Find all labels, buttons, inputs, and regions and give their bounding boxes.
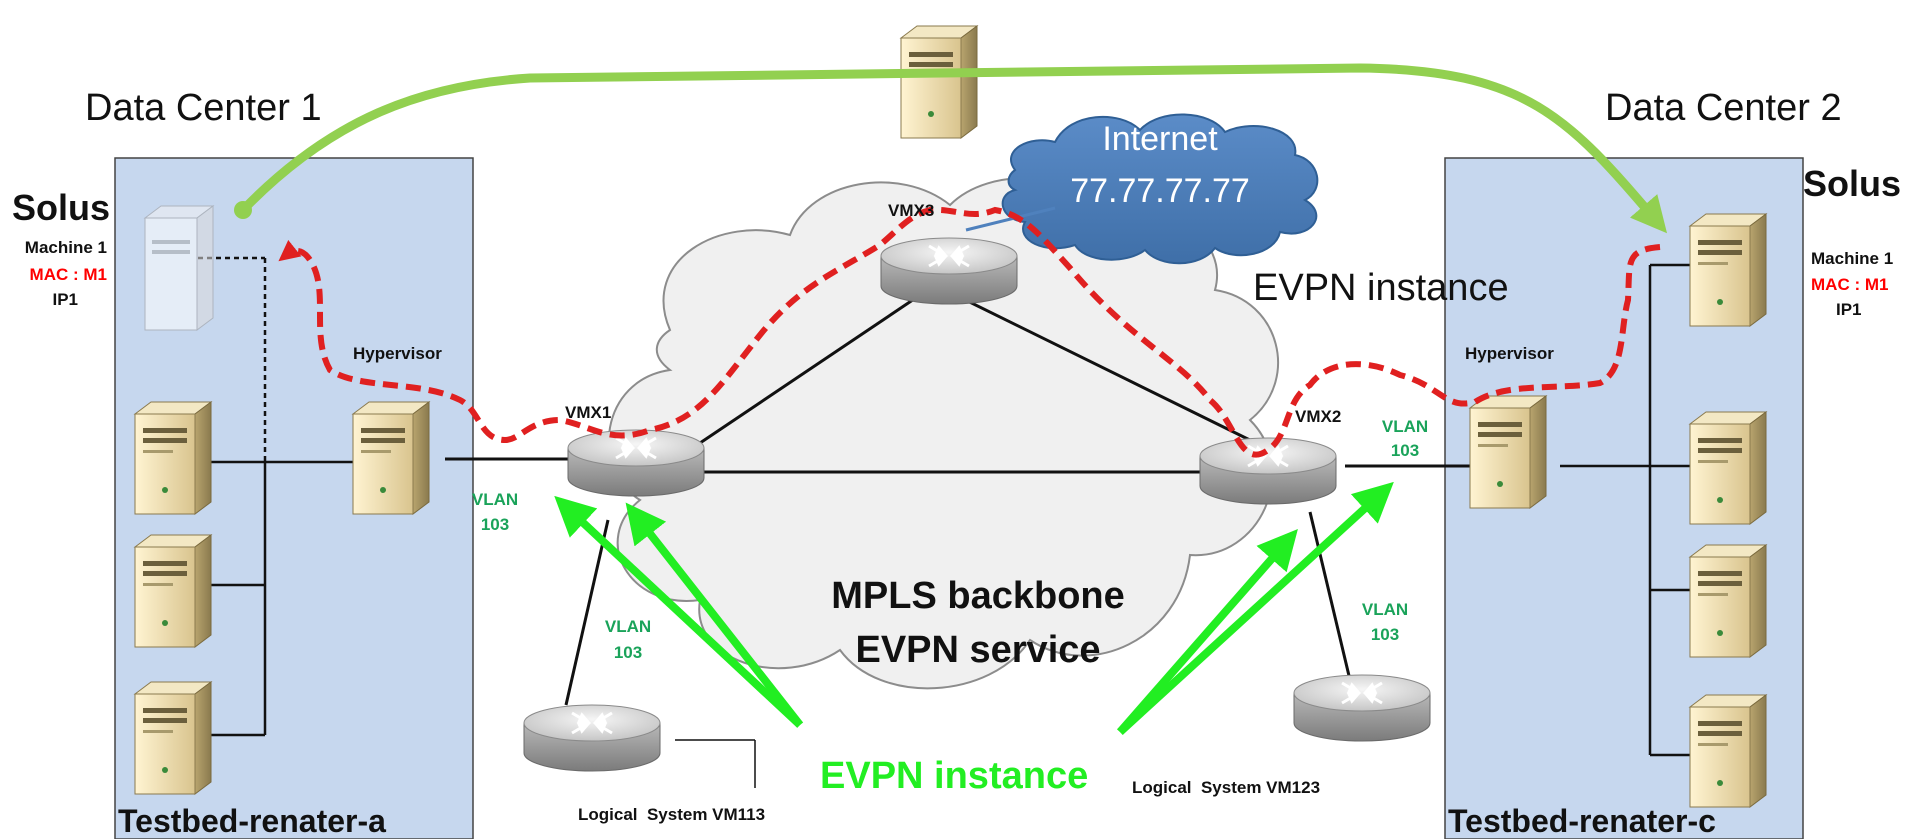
testbed-c-label: Testbed-renater-c bbox=[1448, 803, 1716, 839]
dc2-machine-1-server-icon bbox=[1689, 213, 1767, 327]
hypervisor-left-server-icon bbox=[352, 401, 430, 515]
dc2-server-3-icon bbox=[1689, 544, 1767, 658]
vmx3-router-icon bbox=[879, 236, 1019, 306]
vlan-a-id: 103 bbox=[481, 515, 509, 534]
machine-right-name: Machine 1 bbox=[1811, 249, 1893, 268]
migration-arrow bbox=[238, 63, 1668, 234]
migration-arrow-origin bbox=[234, 201, 252, 219]
dc2-server-4-icon bbox=[1689, 694, 1767, 808]
internet-ip-label: 77.77.77.77 bbox=[1070, 172, 1250, 210]
backbone-links bbox=[445, 206, 1470, 706]
vlan-b-name: VLAN bbox=[1382, 417, 1428, 436]
logical-system-right-label: Logical System VM123 bbox=[1132, 778, 1320, 797]
solus-right-label: Solus bbox=[1803, 163, 1901, 204]
internet-label: Internet bbox=[1102, 120, 1218, 158]
vm113-router-icon bbox=[522, 703, 662, 773]
vlan-a-name: VLAN bbox=[472, 490, 518, 509]
internet-cloud-icon bbox=[1001, 113, 1319, 265]
traffic-path bbox=[278, 206, 1661, 458]
dc1-server-2-icon bbox=[134, 534, 212, 648]
vlan-d-name: VLAN bbox=[1362, 600, 1408, 619]
data-center-2-label: Data Center 2 bbox=[1605, 87, 1842, 129]
hypervisor-right-server-icon bbox=[1469, 395, 1547, 509]
vmx1-label: VMX1 bbox=[565, 403, 611, 422]
machine-right-ip: IP1 bbox=[1836, 300, 1862, 319]
vlan-c-id: 103 bbox=[614, 643, 642, 662]
dc1-server-3-icon bbox=[134, 681, 212, 795]
machine-left-ip: IP1 bbox=[52, 290, 78, 309]
evpn-arrows bbox=[554, 481, 1394, 735]
vlan-c-name: VLAN bbox=[605, 617, 651, 636]
hypervisor-right-label: Hypervisor bbox=[1465, 344, 1554, 363]
evpn-instance-bottom-label: EVPN instance bbox=[820, 755, 1088, 797]
solus-left-label: Solus bbox=[12, 187, 110, 228]
dc1-machine-1-vm-icon bbox=[143, 205, 215, 331]
backbone-label-line2: EVPN service bbox=[855, 629, 1100, 671]
dc1-server-1-icon bbox=[134, 401, 212, 515]
vlan-b-id: 103 bbox=[1391, 441, 1419, 460]
vmx3-label: VMX3 bbox=[888, 201, 934, 220]
logical-system-left-label: Logical System VM113 bbox=[578, 805, 765, 824]
backbone-label-line1: MPLS backbone bbox=[831, 575, 1125, 617]
data-center-1-label: Data Center 1 bbox=[85, 87, 322, 129]
vmx2-router-icon bbox=[1198, 436, 1338, 506]
evpn-instance-top-label: EVPN instance bbox=[1253, 267, 1509, 309]
vlan-d-id: 103 bbox=[1371, 625, 1399, 644]
migration-server-icon bbox=[900, 25, 978, 139]
dc2-server-2-icon bbox=[1689, 411, 1767, 525]
machine-left-name: Machine 1 bbox=[25, 238, 107, 257]
lan-links bbox=[210, 263, 1690, 788]
vm123-router-icon bbox=[1292, 673, 1432, 743]
hypervisor-left-label: Hypervisor bbox=[353, 344, 442, 363]
vmx1-router-icon bbox=[566, 428, 706, 498]
vmx2-label: VMX2 bbox=[1295, 407, 1341, 426]
machine-right-mac: MAC : M1 bbox=[1811, 275, 1888, 294]
machine-left-mac: MAC : M1 bbox=[30, 265, 107, 284]
testbed-a-label: Testbed-renater-a bbox=[118, 803, 386, 839]
